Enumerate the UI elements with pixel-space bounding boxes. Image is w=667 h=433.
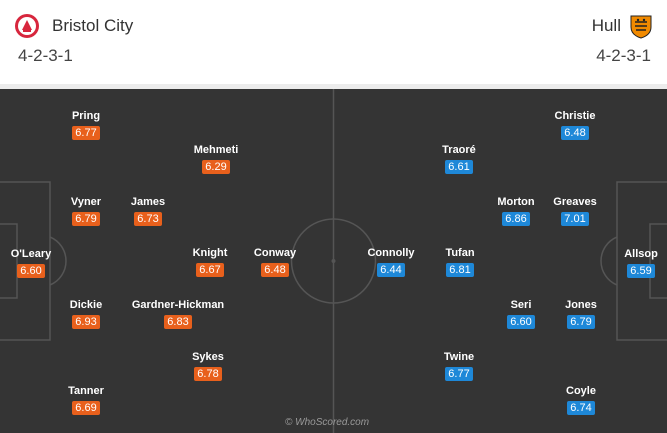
player-rating: 6.77 xyxy=(445,367,473,381)
away-player[interactable]: Traoré 6.61 xyxy=(404,144,514,175)
player-rating: 6.48 xyxy=(561,126,589,140)
home-player[interactable]: Mehmeti 6.29 xyxy=(161,144,271,175)
away-player[interactable]: Jones 6.79 xyxy=(526,299,636,330)
player-rating: 6.77 xyxy=(72,126,100,140)
away-player[interactable]: Twine 6.77 xyxy=(404,351,514,382)
bristol-city-crest-icon[interactable] xyxy=(14,13,40,39)
pitch: O'Leary 6.60 Pring 6.77 Vyner 6.79 Dicki… xyxy=(0,89,667,433)
whoscored-watermark: © WhoScored.com xyxy=(285,417,370,428)
player-name: Twine xyxy=(443,351,475,363)
home-player[interactable]: Conway 6.48 xyxy=(220,247,330,278)
player-name: Connolly xyxy=(367,247,415,259)
player-name: Morton xyxy=(497,196,535,208)
player-rating: 6.79 xyxy=(72,212,100,226)
player-rating: 6.61 xyxy=(445,160,473,174)
player-rating: 7.01 xyxy=(561,212,589,226)
away-player[interactable]: Tufan 6.81 xyxy=(405,247,515,278)
away-team-name[interactable]: Hull xyxy=(591,16,621,35)
player-name: Seri xyxy=(510,299,532,311)
home-player[interactable]: James 6.73 xyxy=(93,196,203,227)
player-name: Mehmeti xyxy=(193,144,239,156)
player-name: Greaves xyxy=(553,196,597,208)
player-name: Knight xyxy=(192,247,228,259)
home-player[interactable]: Knight 6.67 xyxy=(155,247,265,278)
away-player[interactable]: Connolly 6.44 xyxy=(336,247,446,278)
player-name: Christie xyxy=(554,110,596,122)
away-player[interactable]: Seri 6.60 xyxy=(466,299,576,330)
player-name: O'Leary xyxy=(10,248,52,260)
hull-city-tiger-crest-icon[interactable] xyxy=(628,13,654,39)
player-name: Traoré xyxy=(442,144,476,156)
player-name: Gardner-Hickman xyxy=(131,299,225,311)
home-team-name[interactable]: Bristol City xyxy=(52,16,134,35)
player-rating: 6.67 xyxy=(196,263,224,277)
player-name: Allsop xyxy=(624,248,658,260)
player-rating: 6.48 xyxy=(261,263,289,277)
home-player[interactable]: Vyner 6.79 xyxy=(31,196,141,227)
header-divider xyxy=(0,84,667,89)
player-rating: 6.78 xyxy=(194,367,222,381)
player-name: Tanner xyxy=(68,385,104,397)
player-rating: 6.29 xyxy=(202,160,230,174)
home-player-goalkeeper[interactable]: O'Leary 6.60 xyxy=(0,248,86,279)
player-name: Conway xyxy=(253,247,297,259)
player-rating: 6.74 xyxy=(567,401,595,415)
home-player[interactable]: Tanner 6.69 xyxy=(31,385,141,416)
player-name: James xyxy=(130,196,166,208)
player-rating: 6.79 xyxy=(567,315,595,329)
player-rating: 6.44 xyxy=(377,263,405,277)
player-rating: 6.83 xyxy=(164,315,192,329)
away-player[interactable]: Christie 6.48 xyxy=(520,110,630,141)
player-rating: 6.73 xyxy=(134,212,162,226)
home-player[interactable]: Gardner-Hickman 6.83 xyxy=(123,299,233,330)
player-name: Vyner xyxy=(70,196,102,208)
player-rating: 6.69 xyxy=(72,401,100,415)
home-player[interactable]: Pring 6.77 xyxy=(31,110,141,141)
away-player[interactable]: Coyle 6.74 xyxy=(526,385,636,416)
player-rating: 6.60 xyxy=(17,264,45,278)
player-rating: 6.60 xyxy=(507,315,535,329)
match-header: Bristol City 4-2-3-1 Hull 4-2-3-1 xyxy=(0,0,667,84)
home-player[interactable]: Sykes 6.78 xyxy=(153,351,263,382)
player-rating: 6.59 xyxy=(627,264,655,278)
home-formation: 4-2-3-1 xyxy=(18,46,73,65)
player-rating: 6.86 xyxy=(502,212,530,226)
player-name: Pring xyxy=(71,110,101,122)
away-player-goalkeeper[interactable]: Allsop 6.59 xyxy=(586,248,667,279)
player-rating: 6.81 xyxy=(446,263,474,277)
home-player[interactable]: Dickie 6.93 xyxy=(31,299,141,330)
away-formation: 4-2-3-1 xyxy=(596,46,651,65)
player-name: Jones xyxy=(565,299,597,311)
player-name: Coyle xyxy=(566,385,596,397)
player-name: Tufan xyxy=(445,247,475,259)
player-name: Dickie xyxy=(69,299,103,311)
away-player[interactable]: Morton 6.86 xyxy=(461,196,571,227)
player-name: Sykes xyxy=(192,351,224,363)
player-rating: 6.93 xyxy=(72,315,100,329)
away-player[interactable]: Greaves 7.01 xyxy=(520,196,630,227)
pitch-markings xyxy=(0,89,667,433)
